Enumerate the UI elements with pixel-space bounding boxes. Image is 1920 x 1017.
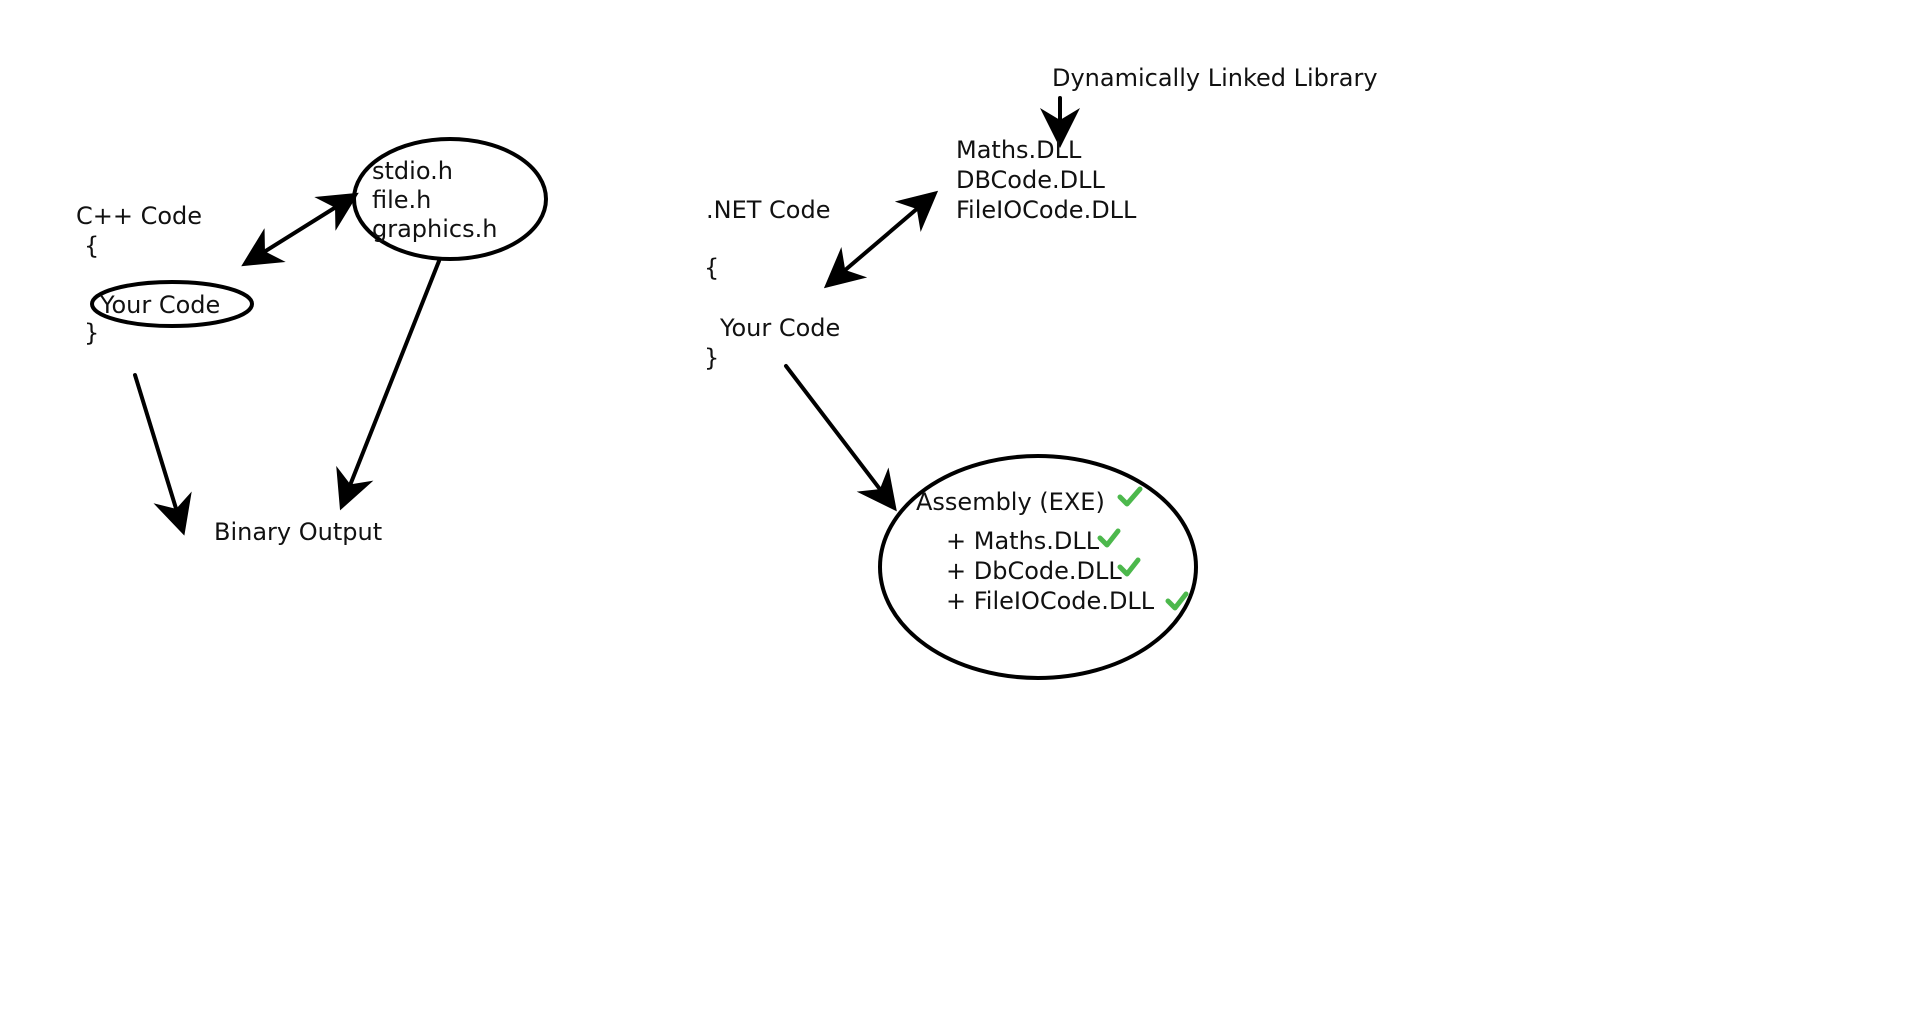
dotnet-code-dlls-link-arrow-icon — [823, 190, 939, 289]
dotnet-your-code-label: Your Code — [719, 314, 840, 342]
assembly-item-maths: + Maths.DLL — [946, 527, 1100, 555]
cpp-code-headers-link-arrow-icon — [241, 192, 359, 267]
assembly-title: Assembly (EXE) — [916, 488, 1105, 516]
cpp-your-code-label: Your Code — [99, 291, 220, 319]
dotnet-code-to-assembly-arrow-icon — [784, 364, 897, 512]
dll-dbcode: DBCode.DLL — [956, 166, 1105, 194]
fileiocode-checkmark-icon — [1165, 591, 1189, 611]
cpp-code-heading: C++ Code — [76, 202, 202, 230]
dll-fileiocode: FileIOCode.DLL — [956, 196, 1137, 224]
cpp-close-brace: } — [84, 319, 99, 347]
assembly-item-fileiocode: + FileIOCode.DLL — [946, 587, 1155, 615]
assembly-ellipse — [878, 454, 1198, 680]
dll-maths: Maths.DLL — [956, 136, 1082, 164]
header-file: file.h — [372, 186, 431, 214]
maths-checkmark-icon — [1097, 528, 1121, 548]
dotnet-open-brace: { — [704, 254, 719, 282]
header-stdio: stdio.h — [372, 157, 453, 185]
dbcode-checkmark-icon — [1117, 557, 1141, 577]
dotnet-close-brace: } — [704, 344, 719, 372]
header-graphics: graphics.h — [372, 215, 497, 243]
headers-to-output-arrow-icon — [336, 259, 441, 511]
cpp-section: C++ Code { Your Code } stdio.h file.h gr… — [76, 137, 548, 546]
dotnet-section: Dynamically Linked Library Maths.DLL DBC… — [704, 64, 1378, 680]
dll-library-label: Dynamically Linked Library — [1052, 64, 1378, 92]
assembly-item-dbcode: + DbCode.DLL — [946, 557, 1122, 585]
cpp-code-to-output-arrow-icon — [133, 373, 192, 536]
cpp-your-code-ellipse — [90, 280, 254, 328]
binary-output-label: Binary Output — [214, 518, 382, 546]
cpp-open-brace: { — [84, 232, 99, 260]
assembly-checkmark-icon — [1117, 486, 1143, 507]
dotnet-code-heading: .NET Code — [706, 196, 830, 224]
